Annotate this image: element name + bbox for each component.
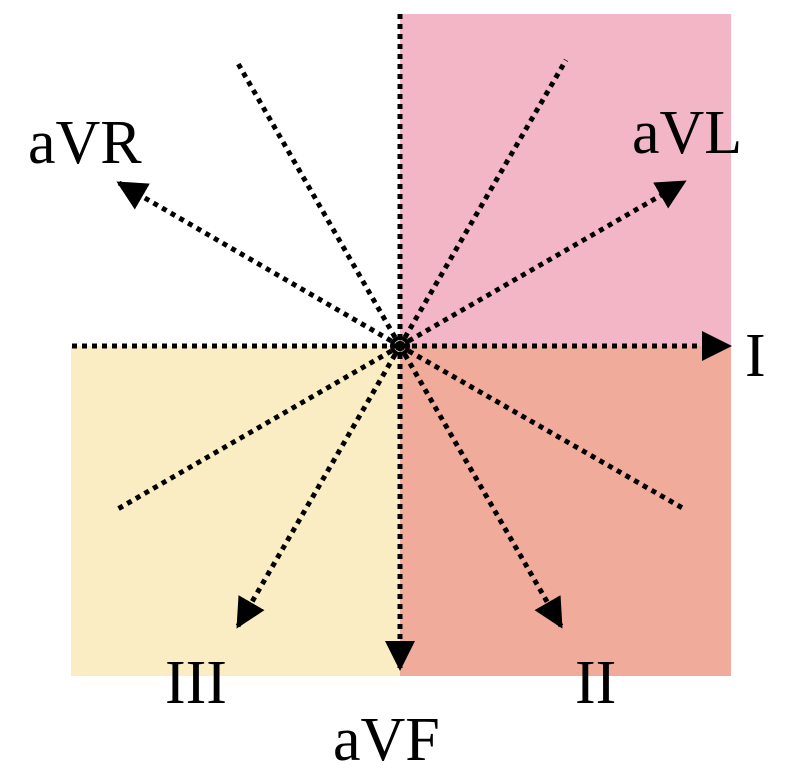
label-III: III (165, 649, 227, 717)
lead-II-axis (397, 344, 564, 629)
origin-point (390, 336, 410, 356)
label-II: II (575, 649, 616, 717)
lead-III-axis (235, 344, 403, 629)
lead-II-extension (233, 58, 403, 348)
label-aVL: aVL (632, 99, 742, 167)
lead-aVR-extension (398, 343, 688, 513)
quadrant-upper-right (400, 14, 731, 346)
lead-aVR-axis (116, 180, 402, 349)
label-I: I (745, 322, 766, 390)
label-aVF: aVF (333, 706, 440, 768)
label-aVR: aVR (28, 109, 142, 177)
quadrant-lower-right (400, 346, 731, 676)
lead-aVL-extension (114, 343, 402, 513)
quadrant-lower-left (71, 346, 400, 676)
lead-aVL-axis (398, 179, 687, 349)
